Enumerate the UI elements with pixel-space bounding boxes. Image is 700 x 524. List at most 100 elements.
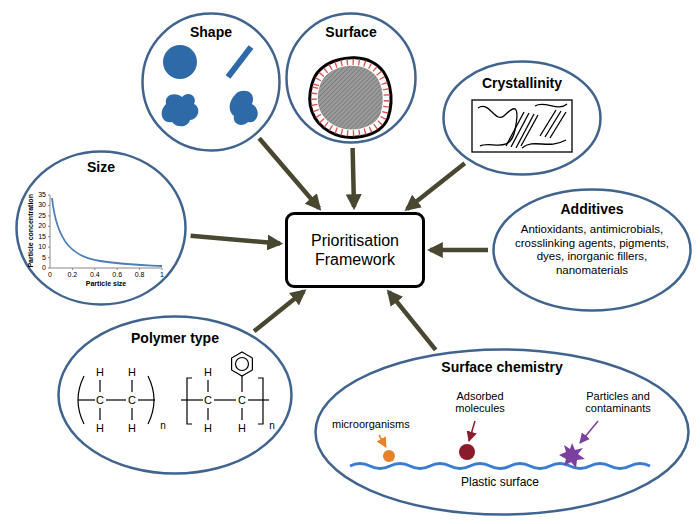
node-heading: Size	[51, 159, 151, 176]
node-heading: Surface chemistry	[422, 359, 582, 376]
crystalline-chain	[511, 113, 529, 147]
chart-axis	[50, 268, 162, 269]
leader-arrow	[379, 435, 386, 447]
axis-tick-label: 0.2	[64, 271, 80, 279]
bond	[78, 399, 95, 400]
node-ellipse	[143, 14, 280, 151]
bond	[131, 380, 132, 392]
bracket	[187, 378, 192, 424]
node-heading: Polymer type	[110, 330, 240, 347]
bond	[138, 399, 155, 400]
atom-label: H	[235, 422, 249, 434]
irregular-particle	[162, 94, 199, 126]
atom-label: H	[93, 422, 107, 434]
axis-tick-label: 25	[30, 212, 46, 220]
crystalline-chain	[506, 112, 524, 146]
bond	[248, 399, 269, 400]
axis-tick-label: 15	[30, 233, 46, 241]
crystalline-chain	[550, 112, 566, 138]
leader-arrow	[580, 421, 598, 443]
bond	[131, 408, 132, 420]
axis-tick-label: 0	[42, 271, 58, 279]
node-heading: Additives	[522, 201, 662, 218]
callout-label: Plastic surface	[445, 476, 555, 489]
node-heading: Surface	[301, 24, 401, 41]
axis-tick-label: 0.6	[109, 271, 125, 279]
bond	[241, 408, 242, 420]
crystalline-chain	[516, 114, 534, 148]
atom-label: H	[125, 422, 139, 434]
crystallinity-illustration	[472, 100, 572, 152]
axis-tick-label: 0.4	[87, 271, 103, 279]
property-ellipse: Crystallinity	[442, 60, 602, 176]
atom-label: C	[125, 394, 139, 406]
node-body: Antioxidants, antimicrobials, crosslinki…	[506, 223, 678, 278]
particle-outline	[310, 58, 391, 137]
sphere-particle	[163, 45, 197, 79]
axis-tick-label: 20	[30, 222, 46, 230]
axis-title: Particle size	[71, 280, 141, 288]
surface-marks	[314, 62, 387, 134]
node-ellipse	[494, 190, 691, 311]
influence-arrow	[254, 291, 304, 331]
bond	[99, 380, 100, 392]
bond	[207, 380, 208, 392]
atom-label: H	[201, 366, 215, 378]
axis-tick-label: 10	[30, 243, 46, 251]
axis-tick-label: 0	[30, 264, 46, 272]
influence-arrow	[389, 292, 436, 350]
polyethylene-structure	[78, 376, 155, 424]
property-ellipse: Surface chemistry	[314, 348, 690, 516]
axis-title: Particle concentration	[27, 183, 35, 279]
atom-label: H	[93, 366, 107, 378]
node-ellipse	[287, 14, 416, 143]
particle-core	[318, 66, 383, 130]
axis-tick-label: 35	[30, 191, 46, 199]
property-ellipse: AdditivesAntioxidants, antimicrobials, c…	[492, 188, 692, 312]
influence-arrow	[407, 163, 465, 209]
bond	[241, 376, 242, 392]
bracket	[258, 378, 263, 424]
plastic-surface-line	[350, 464, 650, 469]
axis-tick-label: 0.8	[132, 271, 148, 279]
shape-illustration	[162, 45, 258, 126]
amorphous-chain	[522, 140, 566, 148]
axis-tick-label: 30	[30, 201, 46, 209]
leader-arrow	[469, 421, 475, 441]
property-circle: Shape	[141, 12, 281, 152]
atom-label: C	[235, 394, 249, 406]
callout-label: microorganisms	[332, 418, 424, 430]
benzene-ring	[236, 358, 249, 371]
bond	[181, 399, 203, 400]
influence-arrow	[430, 248, 488, 253]
atom-label: n	[266, 420, 278, 431]
node-heading: Shape	[156, 24, 266, 41]
molecule-dot	[459, 444, 475, 460]
microorganism-dot	[383, 450, 395, 462]
bond	[106, 399, 126, 400]
property-circle: Surface	[285, 12, 417, 144]
callout-label: Adsorbed molecules	[444, 390, 516, 414]
influence-arrow	[259, 138, 319, 208]
atom-label: C	[201, 394, 215, 406]
size-curve	[52, 198, 162, 266]
amorphous-chain	[535, 104, 567, 107]
node-ellipse	[59, 317, 292, 474]
crystalline-chain	[521, 115, 538, 146]
polystyrene-structure	[181, 352, 269, 424]
property-ellipse: Polymer type	[57, 315, 293, 475]
benzene-ring	[232, 352, 253, 376]
node-heading: Prioritisation Framework	[295, 231, 415, 269]
crystal-frame	[472, 100, 572, 152]
atom-label: C	[93, 394, 107, 406]
atom-label: H	[125, 366, 139, 378]
framework-box: Prioritisation Framework	[285, 212, 425, 288]
contaminant-particle	[559, 443, 585, 468]
fibre-particle	[228, 47, 251, 77]
influence-arrow	[191, 236, 280, 244]
node-ellipse	[316, 350, 689, 515]
node-heading: Crystallinity	[467, 75, 577, 92]
callout-label: Particles and contaminants	[572, 390, 664, 414]
bond	[214, 399, 236, 400]
chart-ticks	[48, 195, 162, 270]
